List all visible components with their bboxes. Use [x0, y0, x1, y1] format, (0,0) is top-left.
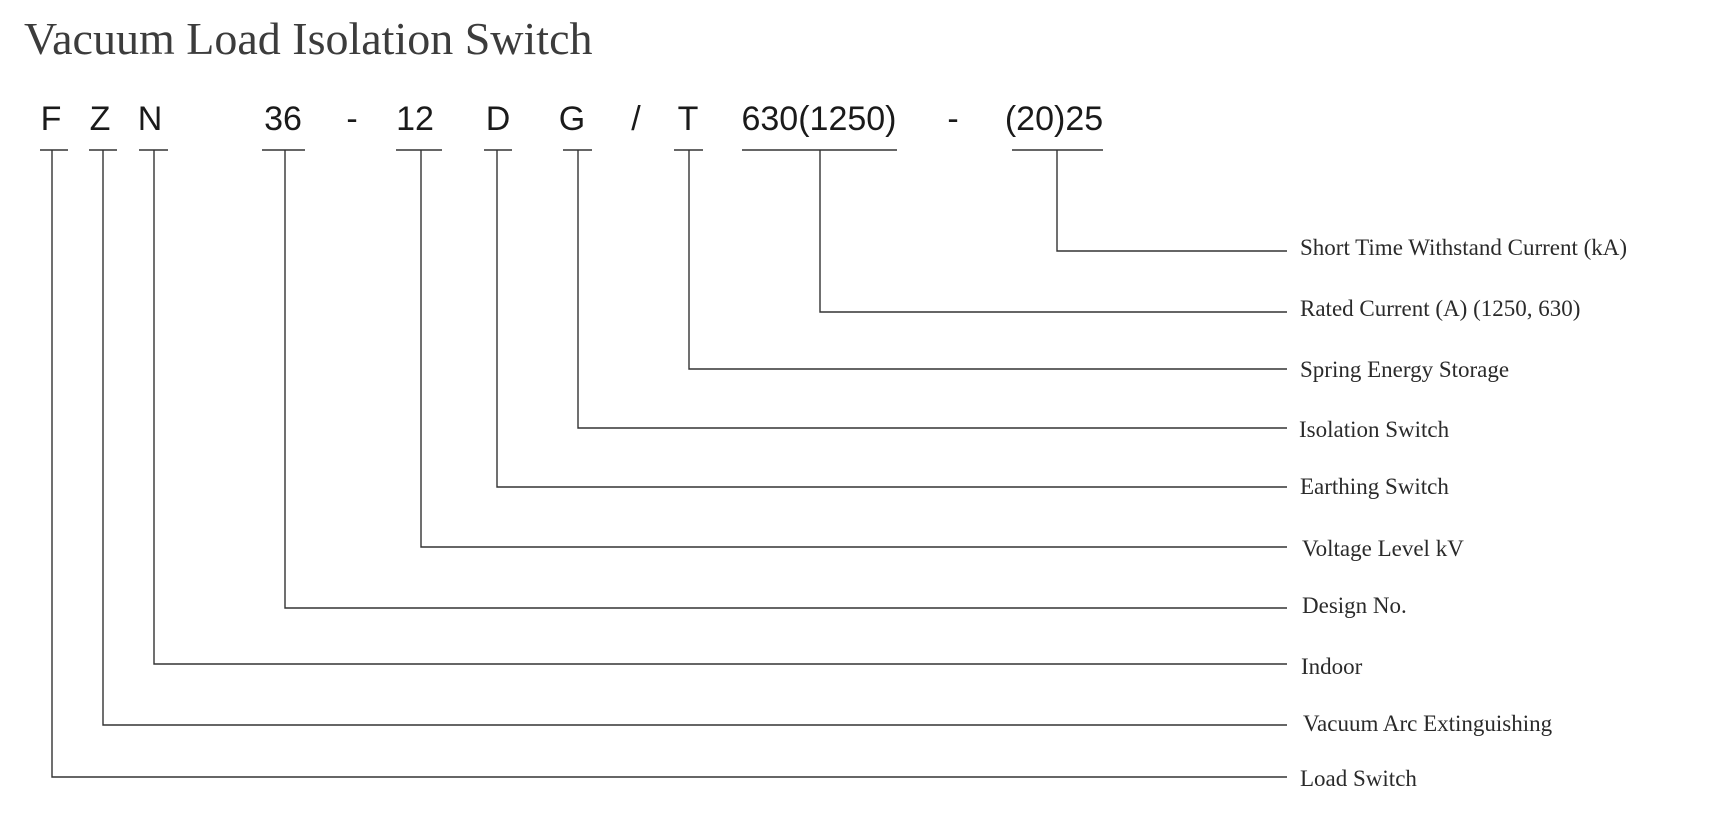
code-part-t: T [678, 100, 699, 138]
label-indoor: Indoor [1301, 654, 1363, 679]
label-isolation-switch: Isolation Switch [1299, 417, 1450, 442]
label-vacuum-arc-extinguishing: Vacuum Arc Extinguishing [1303, 711, 1553, 736]
code-part-d: D [486, 100, 511, 138]
code-part-z: Z [90, 100, 111, 138]
label-spring-energy-storage: Spring Energy Storage [1300, 357, 1509, 382]
diagram-title: Vacuum Load Isolation Switch [24, 13, 593, 64]
code-separator-dash-1: - [346, 100, 357, 138]
code-part-n: N [138, 100, 163, 138]
label-rated-current: Rated Current (A) (1250, 630) [1300, 296, 1580, 321]
code-separator-slash: / [631, 100, 641, 138]
code-part-rated-current: 630(1250) [741, 100, 896, 138]
code-part-f: F [41, 100, 62, 138]
leader-line-isolation [577, 150, 1287, 429]
leader-line-rated-current [819, 150, 1287, 313]
leader-line-earthing [496, 150, 1287, 488]
code-part-voltage: 12 [396, 100, 434, 138]
leader-line-vacuum-arc [102, 150, 1287, 726]
label-voltage-level: Voltage Level kV [1302, 536, 1464, 561]
leader-line-design-no [284, 150, 1287, 609]
code-part-g: G [559, 100, 585, 138]
leader-line-voltage [420, 150, 1287, 548]
label-earthing-switch: Earthing Switch [1300, 474, 1449, 499]
code-part-design-no: 36 [264, 100, 302, 138]
label-short-time-withstand-current: Short Time Withstand Current (kA) [1300, 235, 1627, 260]
code-part-withstand-current: (20)25 [1005, 100, 1103, 138]
label-load-switch: Load Switch [1300, 766, 1417, 791]
leader-line-spring [688, 150, 1287, 370]
leader-line-withstand-current [1056, 150, 1287, 252]
leader-line-indoor [153, 150, 1287, 665]
leader-line-load-switch [51, 150, 1287, 778]
label-design-no: Design No. [1302, 593, 1407, 618]
code-separator-dash-2: - [947, 100, 958, 138]
